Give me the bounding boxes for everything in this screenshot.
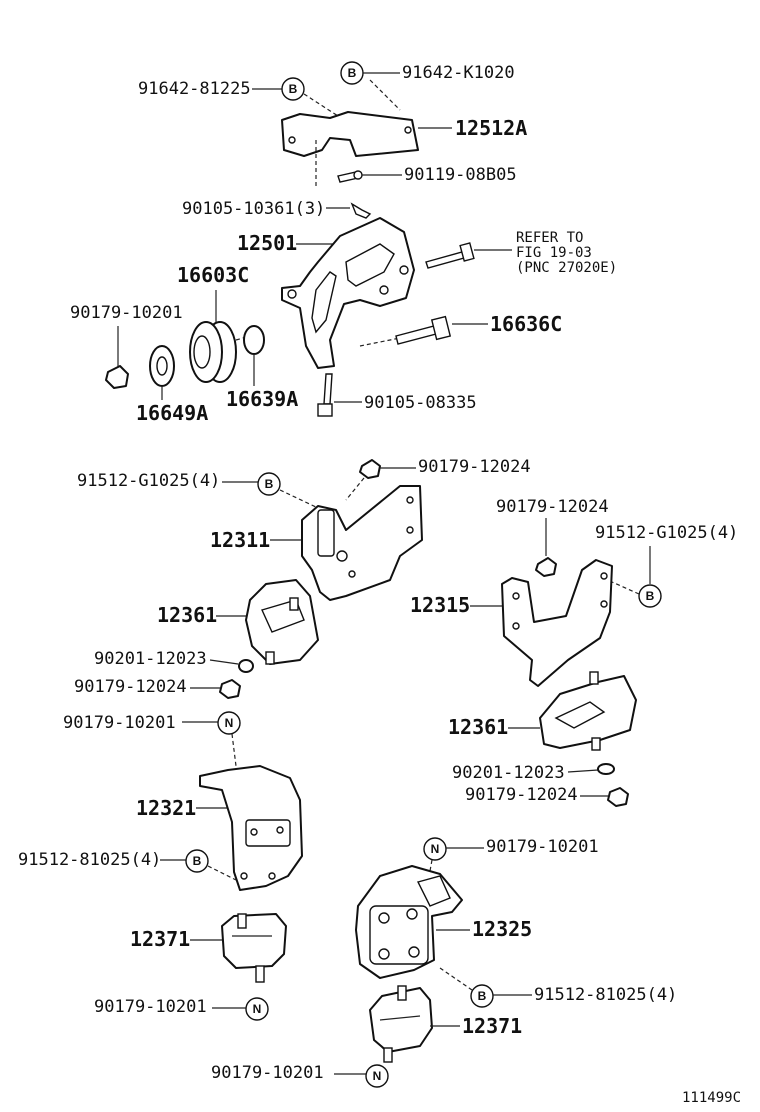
callout-90105-08335: 90105-08335 — [364, 393, 477, 413]
marker-b-3: B — [257, 472, 281, 496]
callout-90179-10201-mid: 90179-10201 — [63, 713, 176, 733]
callout-16639A: 16639A — [226, 387, 298, 411]
callout-91512-81025-right: 91512-81025(4) — [534, 985, 677, 1005]
marker-b-6: B — [470, 984, 494, 1008]
callout-90105-10361: 90105-10361(3) — [182, 199, 325, 219]
figure-code: 111499C — [682, 1090, 741, 1106]
bracket-12512A — [281, 111, 419, 157]
bracket-12315 — [501, 559, 613, 687]
callout-90179-12024-top: 90179-12024 — [418, 457, 531, 477]
callout-90179-10201-low: 90179-10201 — [94, 997, 207, 1017]
svg-text:N: N — [373, 1069, 382, 1083]
callout-90179-12024-right: 90179-12024 — [496, 497, 609, 517]
refer-note-line3: (PNC 27020E) — [516, 260, 617, 276]
marker-n-1: N — [217, 711, 241, 735]
callout-90179-10201-right: 90179-10201 — [486, 837, 599, 857]
svg-text:B: B — [348, 66, 357, 80]
callout-12321: 12321 — [136, 796, 196, 820]
callout-16649A: 16649A — [136, 401, 208, 425]
refer-note-line1: REFER TO — [516, 230, 583, 246]
callout-12371-right: 12371 — [462, 1014, 522, 1038]
nut-90179-12024-top — [359, 459, 381, 479]
callout-12325: 12325 — [472, 917, 532, 941]
callout-12311: 12311 — [210, 528, 270, 552]
callout-90201-12023-right: 90201-12023 — [452, 763, 565, 783]
bracket-12501 — [281, 217, 415, 369]
insulator-12371-right — [369, 985, 433, 1063]
callout-90201-12023-left: 90201-12023 — [94, 649, 207, 669]
spacer-16639A — [243, 325, 265, 355]
callout-16603C: 16603C — [177, 263, 249, 287]
callout-90179-10201-bottom: 90179-10201 — [211, 1063, 324, 1083]
marker-n-4: N — [365, 1064, 389, 1088]
washer-90201-12023-left — [238, 659, 254, 673]
pulley-16603C — [189, 321, 237, 383]
svg-text:N: N — [225, 716, 234, 730]
marker-b-1: B — [281, 77, 305, 101]
callout-12512A: 12512A — [455, 116, 527, 140]
callout-91512-G1025-left: 91512-G1025(4) — [77, 471, 220, 491]
callout-12361-left: 12361 — [157, 603, 217, 627]
nut-90179-12024-right2 — [607, 787, 629, 807]
svg-text:N: N — [253, 1002, 262, 1016]
svg-text:B: B — [265, 477, 274, 491]
callout-90119-08B05: 90119-08B05 — [404, 165, 517, 185]
nut-90179-10201-top — [105, 365, 129, 389]
nut-90179-12024-right — [535, 557, 557, 577]
washer-90201-12023-right — [597, 763, 615, 775]
callout-12371-left: 12371 — [130, 927, 190, 951]
callout-90179-12024-left: 90179-12024 — [74, 677, 187, 697]
callout-16636C: 16636C — [490, 312, 562, 336]
marker-b-2: B — [340, 61, 364, 85]
marker-n-3: N — [423, 837, 447, 861]
marker-n-2: N — [245, 997, 269, 1021]
insulator-12371-left — [221, 913, 287, 983]
svg-text:B: B — [646, 589, 655, 603]
callout-91642-81225: 91642-81225 — [138, 79, 251, 99]
svg-text:B: B — [478, 989, 487, 1003]
callout-91512-G1025-right: 91512-G1025(4) — [595, 523, 738, 543]
callout-91512-81025-left: 91512-81025(4) — [18, 850, 161, 870]
refer-note-line2: FIG 19-03 — [516, 245, 592, 261]
marker-b-4: B — [638, 584, 662, 608]
callout-12361-right: 12361 — [448, 715, 508, 739]
callout-90179-10201-top: 90179-10201 — [70, 303, 183, 323]
callout-12501: 12501 — [237, 231, 297, 255]
nut-90179-12024-left — [219, 679, 241, 699]
callout-91642-K1020: 91642-K1020 — [402, 63, 515, 83]
marker-b-5: B — [185, 849, 209, 873]
svg-text:N: N — [431, 842, 440, 856]
svg-text:B: B — [289, 82, 298, 96]
svg-text:B: B — [193, 854, 202, 868]
callout-90179-12024-right2: 90179-12024 — [465, 785, 578, 805]
callout-12315: 12315 — [410, 593, 470, 617]
